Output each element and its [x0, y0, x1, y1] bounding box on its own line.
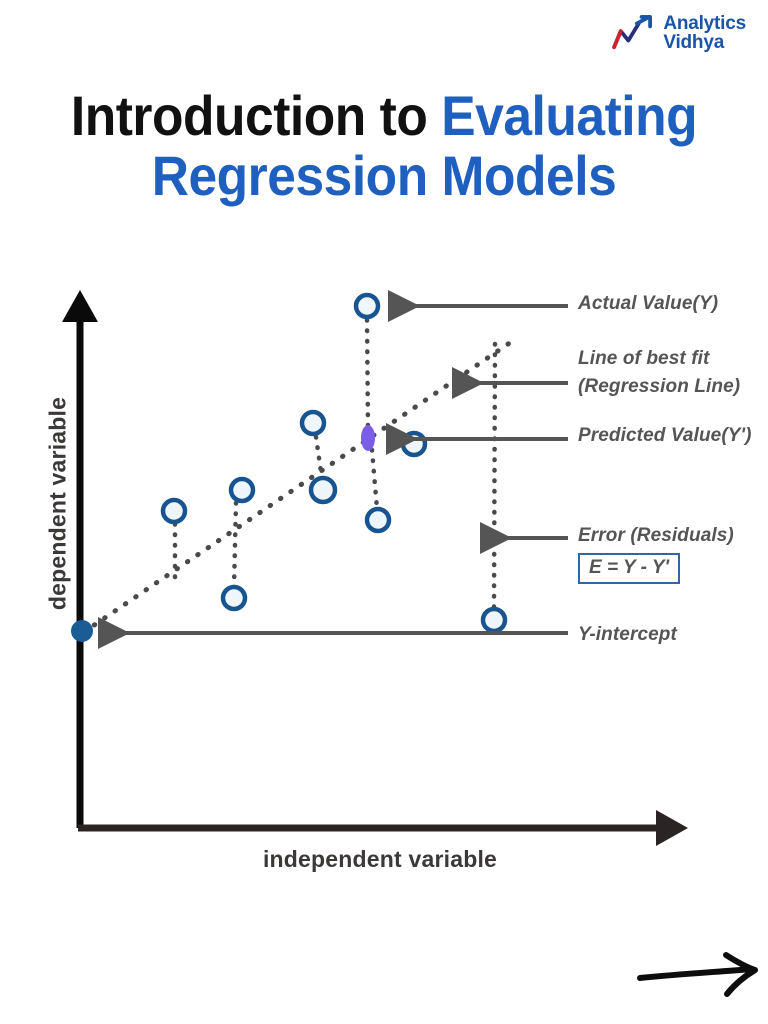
- data-point-1: [160, 497, 188, 525]
- annotation-best-fit-line2: (Regression Line): [578, 375, 741, 397]
- data-point-2b: [220, 584, 248, 612]
- data-point-2: [228, 476, 256, 504]
- data-point-8: [480, 606, 508, 634]
- analytics-vidhya-chart-arrow-icon: [612, 15, 653, 50]
- actual-value-point: [353, 292, 381, 320]
- y-axis-label: dependent variable: [44, 396, 71, 611]
- title-highlight-2: Regression Models: [151, 144, 617, 208]
- residual-lines: [172, 317, 498, 611]
- residual-2: [231, 500, 239, 590]
- annotation-actual-value: Actual Value(Y): [578, 293, 719, 314]
- logo-line-1: Analytics: [663, 13, 746, 34]
- annotation-error-residuals: Error (Residuals): [578, 525, 734, 546]
- axis-x: [78, 810, 688, 846]
- axis-x-arrowhead: [656, 810, 688, 846]
- annotation-predicted-value: Predicted Value(Y'): [578, 425, 752, 446]
- axis-y-arrowhead: [62, 290, 98, 322]
- error-formula-box: E = Y - Y': [578, 553, 681, 584]
- residual-3: [313, 434, 325, 482]
- title-highlight-1: Evaluating: [441, 84, 698, 147]
- residual-error: [491, 341, 498, 611]
- page-title: Introduction to Evaluating Regression Mo…: [31, 84, 738, 208]
- title-plain: Introduction to: [70, 84, 442, 147]
- axis-y: [62, 290, 98, 828]
- data-point-4: [308, 475, 338, 505]
- regression-line: [81, 337, 517, 635]
- data-point-6: [364, 506, 392, 534]
- y-intercept-point: [71, 620, 93, 642]
- residual-6: [369, 447, 380, 512]
- annotation-best-fit-line1: Line of best fit: [578, 348, 710, 369]
- x-axis-label: independent variable: [262, 846, 498, 872]
- data-point-7: [400, 430, 428, 458]
- hand-drawn-arrow-icon: [637, 952, 758, 997]
- data-point-3: [299, 409, 327, 437]
- annotation-best-fit: Line of best fit (Regression Line): [578, 345, 740, 400]
- logo-wordmark: Analytics Vidhya: [663, 14, 746, 53]
- analytics-vidhya-logo: Analytics Vidhya: [612, 14, 746, 53]
- annotation-y-intercept: Y-intercept: [578, 624, 677, 645]
- logo-line-2: Vidhya: [663, 32, 725, 54]
- predicted-value-point: [361, 425, 375, 451]
- annotation-arrows: [98, 290, 568, 649]
- residual-actual: [364, 317, 371, 431]
